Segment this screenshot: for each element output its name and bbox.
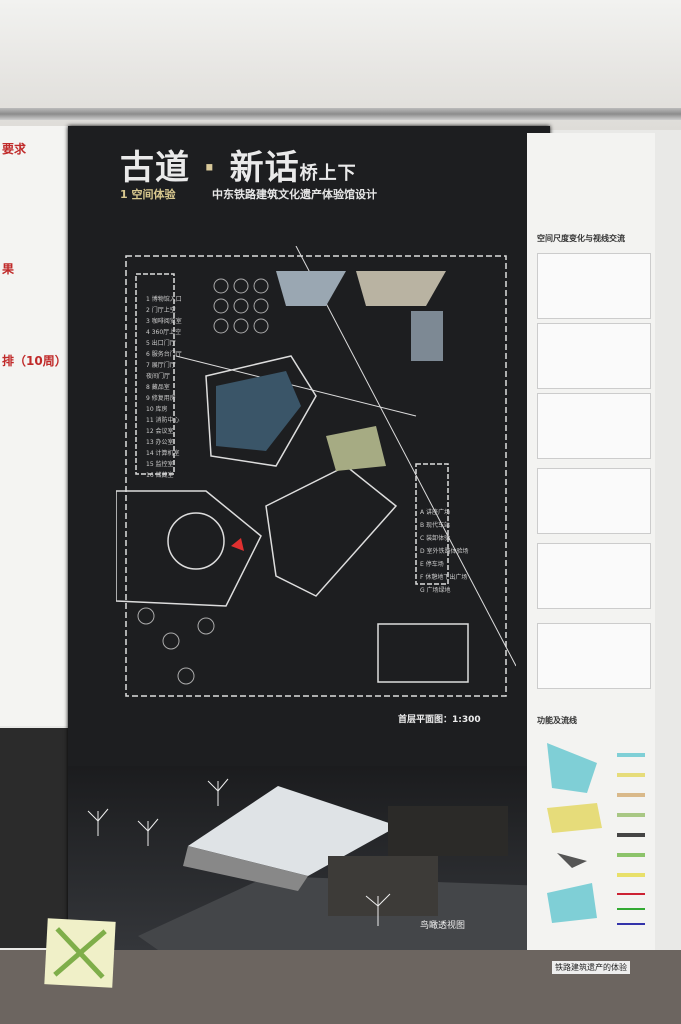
right-poster: 空间尺度变化与视线交流 功能及流线 [527, 133, 655, 951]
roof-glass-3 [411, 311, 443, 361]
aerial-perspective [68, 766, 550, 950]
perforated-roof [188, 786, 398, 876]
sticky-note [44, 918, 116, 988]
exhibition-block [205, 355, 317, 467]
bottom-heading: 铁路建筑遗产的体验 [552, 961, 630, 974]
perspective-caption: 鸟瞰透视图 [420, 921, 466, 931]
building-left [135, 273, 175, 475]
section-diagram [537, 468, 651, 534]
left-heading-2: 果 [2, 262, 15, 276]
title-suffix: 桥上下 [299, 163, 357, 184]
title-part2: 新话 [229, 148, 300, 188]
center-block [265, 465, 398, 597]
left-heading-1: 要求 [2, 142, 27, 156]
floor-plan [116, 246, 516, 697]
round-hall [116, 490, 262, 607]
poster-title: 古道 · 新话桥上下 [120, 140, 357, 189]
title-part1: 古道 [120, 148, 190, 188]
display-rail [0, 108, 681, 120]
site-boundary [125, 255, 507, 697]
building-right [415, 463, 449, 585]
left-heading-3: 排（10周） [2, 354, 67, 368]
section-diagram [537, 253, 651, 319]
red-marker [231, 538, 244, 551]
section-diagram [537, 393, 651, 459]
section-diagram [537, 543, 651, 609]
courts [377, 623, 469, 683]
exhibition-fill [216, 371, 301, 451]
section-diagram [537, 623, 651, 689]
right-heading-1: 空间尺度变化与视线交流 [537, 234, 625, 243]
function-diagram [547, 743, 645, 925]
section-label: 1 空间体验 [120, 188, 176, 201]
section-diagram [537, 323, 651, 389]
green-court [326, 426, 386, 471]
poster-subtitle: 中东铁路建筑文化遗产体验馆设计 [212, 188, 377, 201]
plan-caption: 首层平面图：1:300 [398, 715, 481, 725]
title-sep: · [190, 148, 230, 188]
roof-glass-2 [356, 271, 446, 306]
left-poster-image [0, 728, 70, 948]
roof-glass-1 [276, 271, 346, 306]
main-poster: 古道 · 新话桥上下 1 空间体验 中东铁路建筑文化遗产体验馆设计 [68, 126, 550, 950]
right-heading-2: 功能及流线 [537, 716, 577, 725]
round-hall-circle [167, 512, 225, 570]
